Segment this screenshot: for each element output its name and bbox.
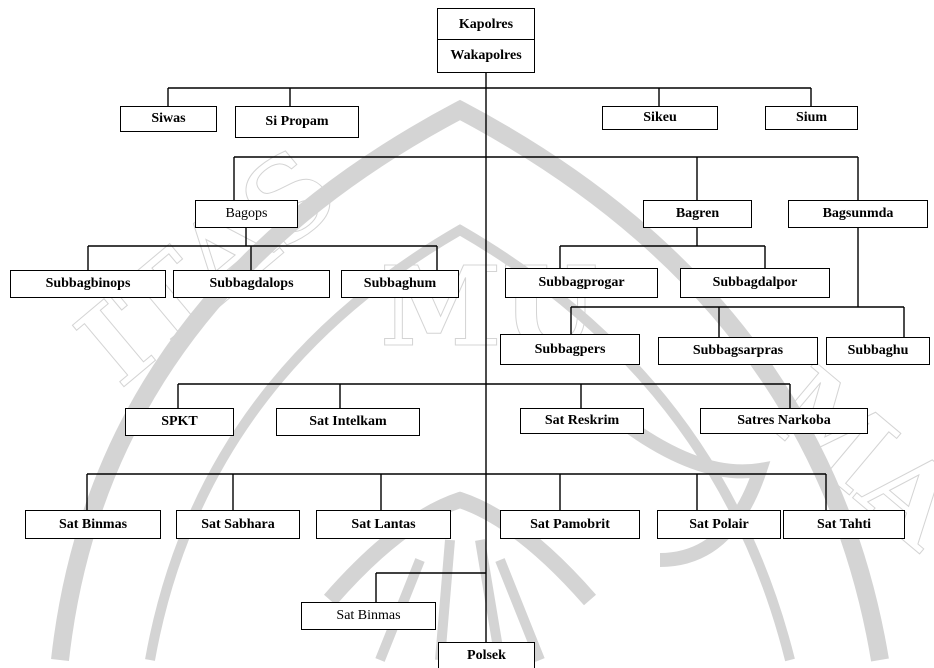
unit-si-propam: Si Propam [235,106,359,138]
unit-siwas: Siwas [120,106,217,132]
svg-text:ITAS: ITAS [54,123,361,410]
unit-bagops: Bagops [195,200,298,228]
unit-subbagprogar: Subbagprogar [505,268,658,298]
unit-sat-binmas: Sat Binmas [25,510,161,539]
unit-subbaghu: Subbaghu [826,337,930,365]
unit-kapolres: Kapolres [437,8,535,40]
unit-spkt: SPKT [125,408,234,436]
university-watermark: ITAS MU MA [51,99,934,662]
unit-subbagsarpras: Subbagsarpras [658,337,818,365]
unit-sat-sabhara: Sat Sabhara [176,510,300,539]
unit-sat-tahti: Sat Tahti [783,510,905,539]
unit-sat-lantas: Sat Lantas [316,510,451,539]
unit-sat-intelkam: Sat Intelkam [276,408,420,436]
unit-subbagdalpor: Subbagdalpor [680,268,830,298]
unit-subbagdalops: Subbagdalops [173,270,330,298]
unit-bagsunmda: Bagsunmda [788,200,928,228]
unit-subbagpers: Subbagpers [500,334,640,365]
unit-sikeu: Sikeu [602,106,718,130]
unit-sat-polair: Sat Polair [657,510,781,539]
unit-subbaghum: Subbaghum [341,270,459,298]
unit-sium: Sium [765,106,858,130]
unit-sat-pamobrit: Sat Pamobrit [500,510,640,539]
unit-polsek: Polsek [438,642,535,668]
unit-satres-narkoba: Satres Narkoba [700,408,868,434]
unit-subbagbinops: Subbagbinops [10,270,166,298]
unit-sat-reskrim: Sat Reskrim [520,408,644,434]
unit-bagren: Bagren [643,200,752,228]
unit-wakapolres: Wakapolres [437,39,535,73]
unit-sat-binmas-lower: Sat Binmas [301,602,436,630]
